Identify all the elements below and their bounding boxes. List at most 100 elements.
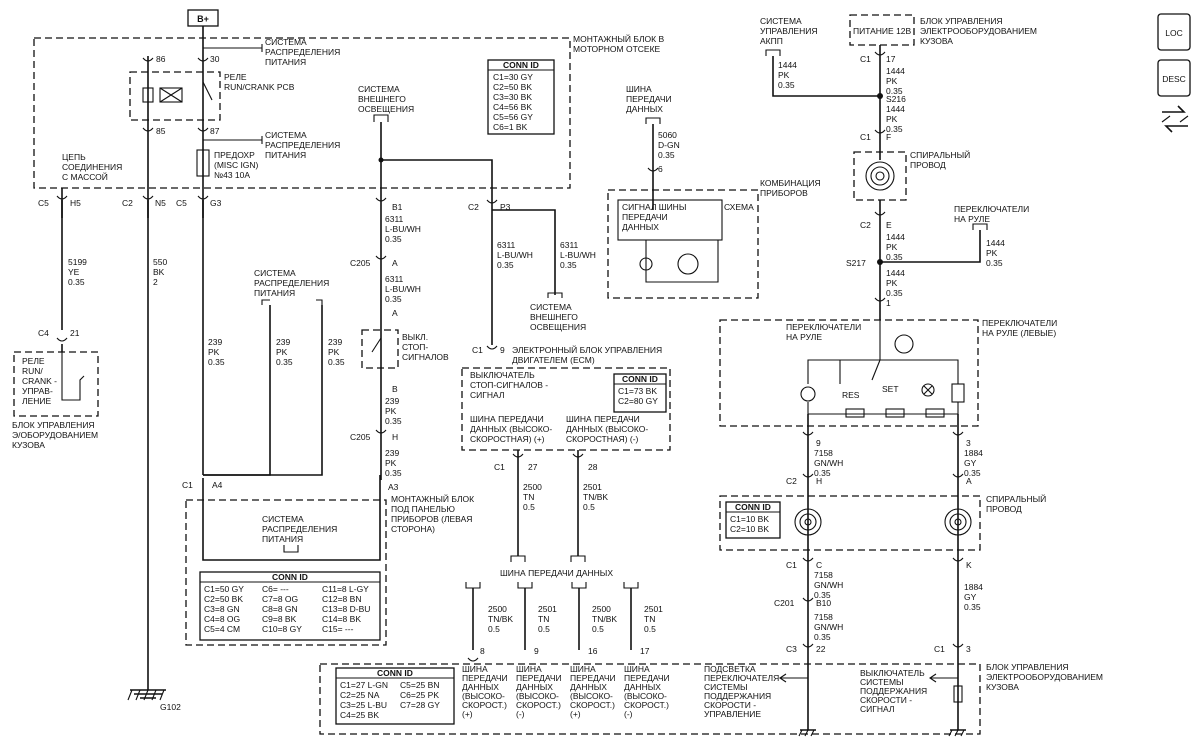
bplus-label: B+ [197,14,209,24]
conn-c1f: C1 [786,560,797,570]
power-12v-box [849,14,915,46]
pin-f: F [886,132,891,142]
pin-16: 16 [588,646,598,656]
panel-block-border [185,499,387,646]
brake-switch-label: ВЫКЛ.СТОП-СИГНАЛОВ [402,332,449,362]
conn-c1e: C1 [860,132,871,142]
panel-conn-cell: C11=8 L-GY [322,584,369,594]
desc-text: DESC [1162,74,1186,84]
bottom-conn-cell: C7=28 GY [400,700,440,710]
conn-c2d: C2 [786,476,797,486]
power-12v-label: ПИТАНИЕ 12В [853,26,912,36]
engine-conn-row: C1=30 GY [493,72,533,82]
ecm-conn-row: C1=73 BK [618,386,657,396]
bottom-conn-cell: C5=25 BN [400,680,439,690]
spiral-conn-row: C2=10 BK [730,524,769,534]
panel-conn-cell: C3=8 GN [204,604,240,614]
relay-box [129,71,221,121]
pin-87: 87 [210,126,220,136]
pin-a3b: A [966,476,972,486]
pin-17b: 17 [640,646,650,656]
pin-k: K [966,560,972,570]
conn-c5a: C5 [38,198,49,208]
bottom-conn-cell: C3=25 L-BU [340,700,387,710]
panel-conn-cell: C7=8 OG [262,594,298,604]
pin-a2: A [392,308,398,318]
pin-b10: B10 [816,598,831,608]
pin-9: 9 [500,345,505,355]
conn-c5b: C5 [176,198,187,208]
bottom-conn-cell: C4=25 BK [340,710,379,720]
bottom-conn-cell: C2=25 NA [340,690,380,700]
engine-conn-row: C2=50 BK [493,82,532,92]
cluster-box [607,189,759,299]
panel-conn-cell: C9=8 BK [262,614,297,624]
loc-text: LOC [1165,28,1182,38]
bplus-box: B+ [187,9,219,27]
conn-c4: C4 [38,328,49,338]
loc-icon[interactable]: LOC [1157,13,1191,51]
pin-a4: A4 [212,480,223,490]
desc-icon[interactable]: DESC [1157,59,1191,97]
pin-22: 22 [816,644,826,654]
res-label: RES [842,390,860,400]
conn-c2a: C2 [122,198,133,208]
pin-n5: N5 [155,198,166,208]
panel-conn-cell: C6= --- [262,584,289,594]
wiring-connector-icon[interactable] [1161,105,1189,133]
brake-switch-box [361,329,399,369]
panel-conn-cell: C14=8 BK [322,614,361,624]
bus-data-label: ШИНА ПЕРЕДАЧИ ДАННЫХ [500,568,613,578]
engine-conn-row: C3=30 BK [493,92,532,102]
pin-h2: H [816,476,822,486]
relay-left-box [13,351,99,417]
pin-e: E [886,220,892,230]
splice-s217: S217 [846,258,866,268]
conn-c1b: C1 [472,345,483,355]
engine-conn-row: C5=56 GY [493,112,533,122]
panel-conn-cell: C1=50 GY [204,584,244,594]
spiral-conn-title: CONN ID [735,502,771,512]
pin-9b: 9 [534,646,539,656]
engine-conn-row: C4=56 BK [493,102,532,112]
pin-3b: 3 [966,644,971,654]
conn-c2b: C2 [468,202,479,212]
pin-a: A [392,258,398,268]
pin-b1: B1 [392,202,403,212]
conn-c201: C201 [774,598,795,608]
